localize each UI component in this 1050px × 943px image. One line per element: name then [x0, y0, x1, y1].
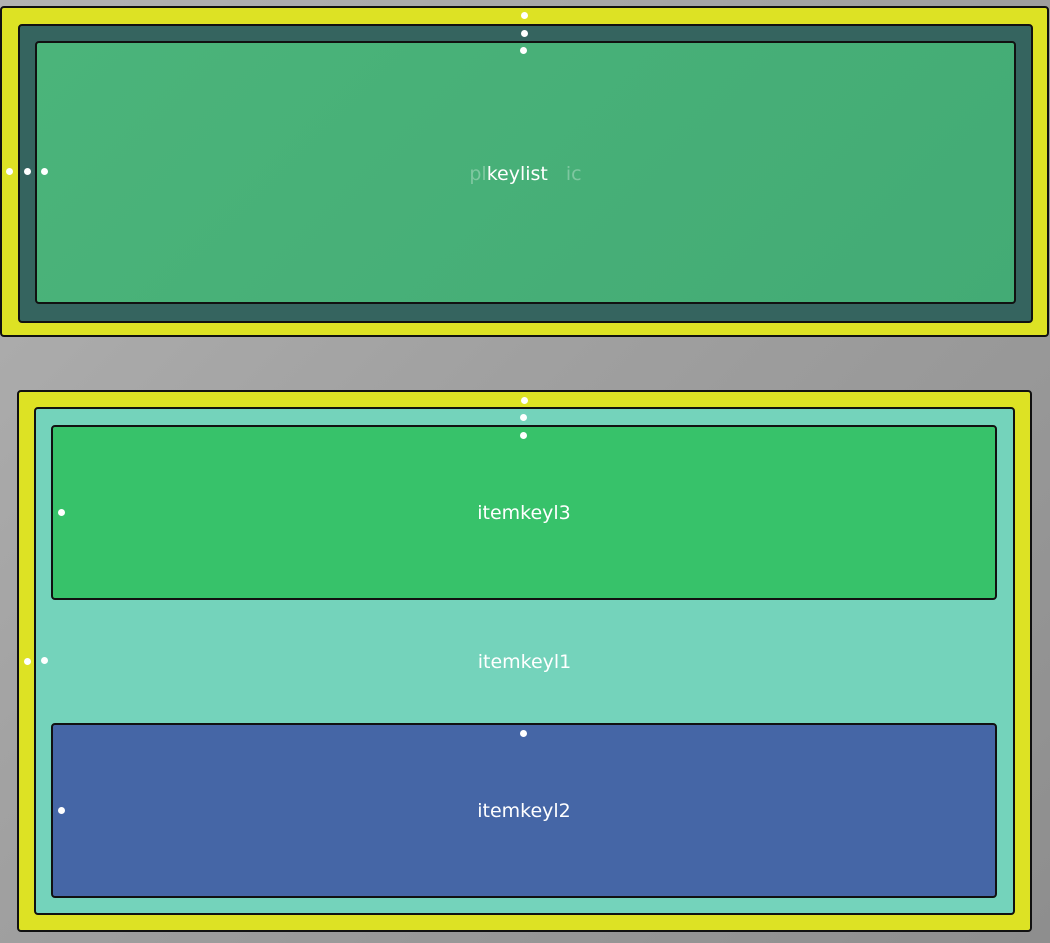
anchor-dot [519, 431, 527, 439]
itemkeyl1-label: itemkeyl1 [477, 651, 572, 673]
keylist-label-text: keylist [486, 163, 548, 185]
itemkeyl3-box[interactable]: itemkeyl3 [51, 425, 997, 600]
keylist-label: plkeylist ic [37, 162, 1014, 186]
keylist-box[interactable]: plkeylist ic [35, 41, 1016, 304]
anchor-dot [520, 11, 528, 19]
ghost-label-left: pl [469, 163, 487, 185]
bottom-outer-frame: itemkeyl3 itemkeyl1 itemkeyl2 [17, 390, 1032, 932]
anchor-dot [23, 167, 31, 175]
anchor-dot [23, 657, 31, 665]
itemkeyl2-label: itemkeyl2 [477, 800, 571, 822]
top-middle-frame: plkeylist ic [18, 24, 1033, 323]
itemkeyl1-container[interactable]: itemkeyl3 itemkeyl1 itemkeyl2 [34, 407, 1015, 915]
anchor-dot [519, 729, 527, 737]
ghost-label-right: ic [565, 163, 582, 185]
anchor-dot [57, 806, 65, 814]
anchor-dot [5, 167, 13, 175]
top-outer-frame: plkeylist ic [0, 6, 1049, 337]
anchor-dot [519, 413, 527, 421]
anchor-dot [40, 167, 48, 175]
anchor-dot [520, 396, 528, 404]
anchor-dot [40, 656, 48, 664]
anchor-dot [519, 46, 527, 54]
itemkeyl2-box[interactable]: itemkeyl2 [51, 723, 997, 898]
anchor-dot [57, 508, 65, 516]
itemkeyl3-label: itemkeyl3 [477, 502, 571, 524]
anchor-dot [520, 29, 528, 37]
